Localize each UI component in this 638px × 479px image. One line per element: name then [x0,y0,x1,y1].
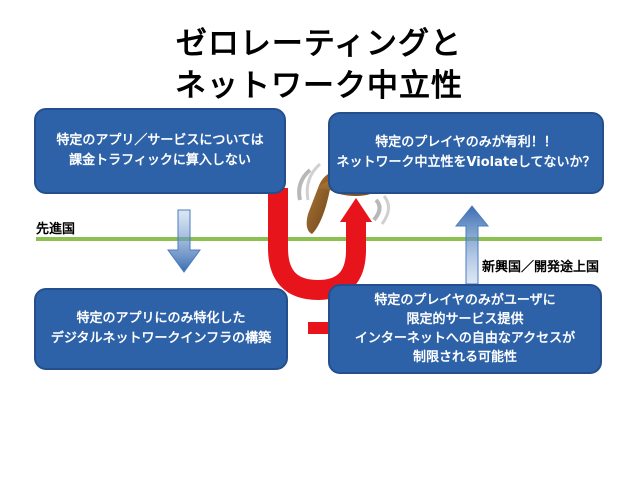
divider-line [36,237,602,241]
box-limited-access: 特定のプレイヤのみがユーザに 限定的サービス提供 インターネットへの自由なアクセ… [328,284,602,374]
u-turn-arrow-icon [268,188,372,300]
box-specialized-infrastructure-line-2: デジタルネットワークインフラの構築 [50,331,272,346]
box-specialized-infrastructure-line-1: 特定のアプリにのみ特化した [76,311,246,326]
up-arrow-icon [454,205,490,285]
title-line-1: ゼロレーティングと [175,26,463,62]
box-limited-access-line-1: 特定のプレイヤのみがユーザに [374,293,556,308]
box-specialized-infrastructure: 特定のアプリにのみ特化した デジタルネットワークインフラの構築 [34,288,288,370]
label-emerging-countries: 新興国／開発途上国 [482,260,600,275]
box-zero-rating: 特定のアプリ／サービスについては 課金トラフィックに算入しない [34,108,286,194]
box-zero-rating-line-1: 特定のアプリ／サービスについては [56,133,264,148]
title-line-2: ネットワーク中立性 [175,68,463,104]
down-arrow-icon [167,209,201,273]
label-developed-countries: 先進国 [36,222,76,237]
box-limited-access-line-3: インターネットへの自由なアクセスが [354,331,576,346]
box-neutrality-violation-line-1: 特定のプレイヤのみが有利！！ [375,135,557,150]
box-zero-rating-line-2: 課金トラフィックに算入しない [69,153,251,168]
box-neutrality-violation-line-2: ネットワーク中立性をViolateしてないか？ [336,155,596,170]
box-limited-access-line-4: 制限される可能性 [412,350,517,365]
box-limited-access-line-2: 限定的サービス提供 [406,312,524,327]
box-neutrality-violation: 特定のプレイヤのみが有利！！ ネットワーク中立性をViolateしてないか？ [328,112,604,194]
